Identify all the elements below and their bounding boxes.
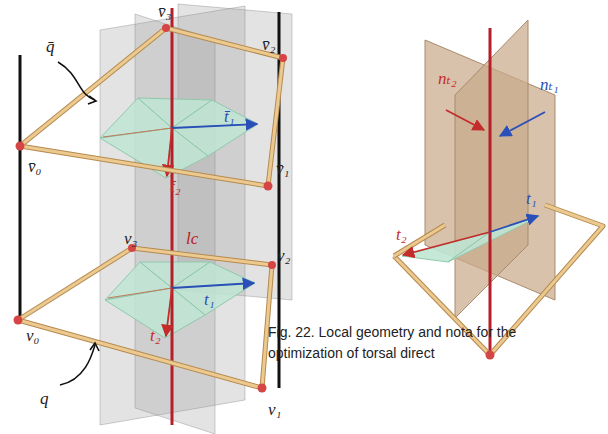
math-label: v̄₁ <box>276 160 289 178</box>
axis-line <box>489 28 492 355</box>
figure-caption: Fig. 22. Local geometry and nota for the… <box>268 322 550 364</box>
math-label: t₂ <box>396 226 407 244</box>
math-label: nₜ₁ <box>540 76 559 94</box>
fan-rays <box>103 128 172 298</box>
rods <box>18 28 283 388</box>
math-label: t₁ <box>526 190 537 208</box>
math-label: v̄₂ <box>262 36 275 54</box>
vertex-dot <box>486 351 495 360</box>
math-label: lc <box>186 230 198 248</box>
math-label: t₂ <box>150 327 161 345</box>
math-label: v̄₀ <box>28 158 41 176</box>
math-label: t̄₁ <box>224 108 235 126</box>
math-label: v̄₃ <box>158 3 171 21</box>
vertex-dots <box>14 24 288 393</box>
math-label: v₁ <box>268 401 281 419</box>
math-label: t₁ <box>204 291 215 309</box>
green-fans <box>100 98 258 338</box>
math-label: v₂ <box>277 247 290 265</box>
right-vectors <box>403 110 545 255</box>
math-label: q <box>40 390 49 408</box>
math-label: v₀ <box>26 327 39 345</box>
leader-arrows <box>58 62 99 385</box>
math-label: q̄ <box>46 38 55 56</box>
math-label: nₜ₂ <box>438 70 457 88</box>
math-label: t̄₂ <box>170 178 181 196</box>
tangent-arrows <box>166 124 257 336</box>
math-label: v₃ <box>124 230 137 248</box>
